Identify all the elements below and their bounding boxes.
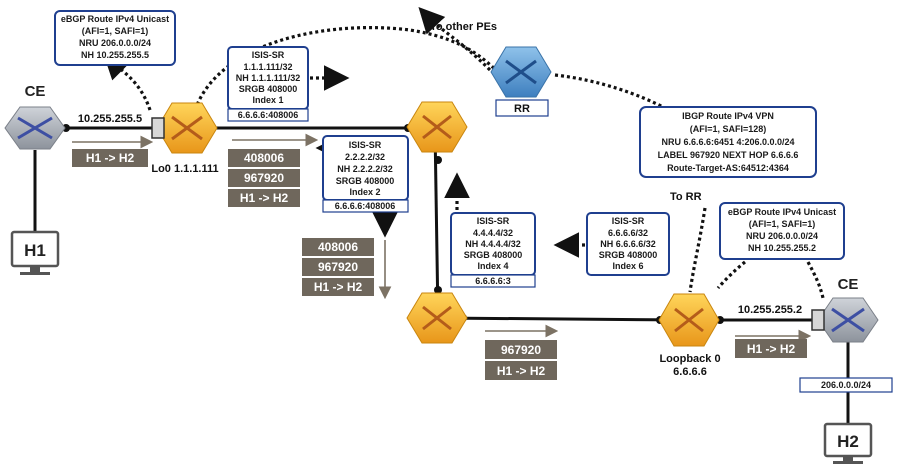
svg-text:ISIS-SR: ISIS-SR [349,140,382,150]
pe2-sublabel: 6.6.6.6 [673,366,707,378]
svg-text:967920: 967920 [501,343,541,357]
svg-text:IBGP Route IPv4 VPN: IBGP Route IPv4 VPN [682,111,774,121]
arrow-rr-ibgp [554,73,666,110]
pe2-label: Loopback 0 [659,353,720,365]
interface-port-icon [151,117,165,139]
h1-label: H1 [24,241,46,260]
router-cross-icon [171,115,203,141]
flow-arrows [72,133,812,343]
svg-text:ISIS-SR: ISIS-SR [477,216,510,226]
svg-text:967920: 967920 [318,260,358,274]
svg-text:NRU 6.6.6.6:6451 4:206.0.0.0/: NRU 6.6.6.6:6451 4:206.0.0.0/24 [661,137,794,147]
interface-port-icon [811,309,825,331]
arrow-ebgp-right-2 [806,261,825,299]
svg-text:Index 2: Index 2 [349,187,380,197]
svg-text:eBGP Route IPv4 Unicast: eBGP Route IPv4 Unicast [728,207,836,217]
label-stack-mid: 408006 967920 H1 -> H2 [302,238,374,296]
isis-2-box: ISIS-SR 2.2.2.2/32 NH 2.2.2.2/32 SRGB 40… [322,135,409,213]
svg-text:4.4.4.4/32: 4.4.4.4/32 [473,228,513,238]
svg-text:NH 1.1.1.111/32: NH 1.1.1.111/32 [236,73,301,83]
router-cross-icon [422,114,452,140]
svg-text:H1 -> H2: H1 -> H2 [240,191,289,205]
svg-text:H1 -> H2: H1 -> H2 [86,151,135,165]
svg-text:ISIS-SR: ISIS-SR [612,216,645,226]
ce-right-router[interactable]: CE [811,276,879,343]
router-cross-icon [505,59,537,85]
svg-text:H1 -> H2: H1 -> H2 [747,342,796,356]
prefix-box: 206.0.0.0/24 [799,377,893,393]
arrow-ebgp-left [103,53,152,111]
ce-right-ip: 10.255.255.2 [738,304,802,316]
svg-text:NH 10.255.255.5: NH 10.255.255.5 [81,50,149,60]
svg-text:LABEL 967920 NEXT HOP 6.6.6.: LABEL 967920 NEXT HOP 6.6.6.6 [658,150,799,160]
ibgp-box: IBGP Route IPv4 VPN (AFI=1, SAFI=128) NR… [639,106,817,178]
svg-text:967920: 967920 [244,171,284,185]
svg-text:408006: 408006 [318,240,358,254]
isis-1-tag: 6.6.6.6:408006 [238,110,299,120]
isis-4-box: ISIS-SR 4.4.4.4/32 NH 4.4.4.4/32 SRGB 40… [450,212,536,288]
svg-text:eBGP Route IPv4 Unicast: eBGP Route IPv4 Unicast [61,14,169,24]
pe2-router[interactable]: Loopback 0 6.6.6.6 [658,293,721,378]
to-other-pes-label: To other PEs [430,21,497,33]
ebgp-left-box: eBGP Route IPv4 Unicast (AFI=1, SAFI=1) … [54,10,176,66]
svg-text:(AFI=1, SAFI=1): (AFI=1, SAFI=1) [749,219,816,229]
ce-left-router[interactable]: CE [4,83,66,150]
isis-2-tag: 6.6.6.6:408006 [335,201,396,211]
svg-text:SRGB 408000: SRGB 408000 [336,176,395,186]
ce-left-ip: 10.255.255.5 [78,113,142,125]
router-cross-icon [422,305,452,331]
svg-text:6.6.6.6/32: 6.6.6.6/32 [608,228,648,238]
svg-text:(AFI=1, SAFI=1): (AFI=1, SAFI=1) [82,26,149,36]
h2-label: H2 [837,432,859,451]
router-cross-icon [17,116,53,140]
svg-text:1.1.1.111/32: 1.1.1.111/32 [243,62,292,72]
svg-text:(AFI=1, SAFI=128): (AFI=1, SAFI=128) [690,124,767,134]
isis-4-tag: 6.6.6.6:3 [475,276,511,286]
pe1-router[interactable]: Lo0 1.1.1.111 [151,102,219,175]
link-p4-pe2 [437,316,691,322]
svg-text:NRU 206.0.0.0/24: NRU 206.0.0.0/24 [746,231,818,241]
svg-text:2.2.2.2/32: 2.2.2.2/32 [345,152,385,162]
label-stack-pe2-out: H1 -> H2 [735,339,807,358]
svg-text:SRGB 408000: SRGB 408000 [464,250,523,260]
rr-router[interactable]: RR [490,46,552,117]
router-cross-icon [831,307,865,333]
label-stack-bottom: 967920 H1 -> H2 [485,340,557,380]
svg-text:H1 -> H2: H1 -> H2 [497,364,546,378]
h1-host[interactable]: H1 [10,230,60,275]
router-cross-icon [674,307,704,333]
label-stack-pe1-out: 408006 967920 H1 -> H2 [228,149,300,207]
p2-router[interactable] [406,101,468,153]
svg-text:206.0.0.0/24: 206.0.0.0/24 [821,380,871,390]
arrow-pe2-rr [688,207,707,293]
arrow-to-other-pes [418,6,492,72]
svg-text:Index 6: Index 6 [612,261,643,271]
svg-text:Index 1: Index 1 [252,95,283,105]
svg-text:NRU 206.0.0.0/24: NRU 206.0.0.0/24 [79,38,151,48]
p4-router[interactable] [406,292,468,344]
svg-text:NH 6.6.6.6/32: NH 6.6.6.6/32 [600,239,656,249]
ebgp-right-box: eBGP Route IPv4 Unicast (AFI=1, SAFI=1) … [719,202,845,260]
h2-host[interactable]: H2 [823,422,873,464]
svg-text:Index 4: Index 4 [477,261,508,271]
svg-text:SRGB 408000: SRGB 408000 [599,250,658,260]
label-stack-ce-left: H1 -> H2 [72,149,148,167]
svg-text:SRGB 408000: SRGB 408000 [239,84,298,94]
to-rr-label: To RR [670,191,702,203]
rr-label: RR [514,103,530,115]
svg-text:H1 -> H2: H1 -> H2 [314,280,363,294]
isis-6-box: ISIS-SR 6.6.6.6/32 NH 6.6.6.6/32 SRGB 40… [586,212,670,276]
svg-text:408006: 408006 [244,151,284,165]
ce-right-label: CE [838,276,859,293]
svg-text:NH 2.2.2.2/32: NH 2.2.2.2/32 [337,164,393,174]
svg-text:ISIS-SR: ISIS-SR [252,50,285,60]
svg-text:Route-Target-AS:64512:4364: Route-Target-AS:64512:4364 [667,163,789,173]
svg-text:NH 10.255.255.2: NH 10.255.255.2 [748,243,816,253]
svg-text:NH 4.4.4.4/32: NH 4.4.4.4/32 [465,239,521,249]
isis-1-box: ISIS-SR 1.1.1.111/32 NH 1.1.1.111/32 SRG… [227,46,309,122]
arrow-ebgp-right-1 [716,260,746,290]
pe1-label: Lo0 1.1.1.111 [151,163,218,175]
ce-left-label: CE [25,83,46,100]
